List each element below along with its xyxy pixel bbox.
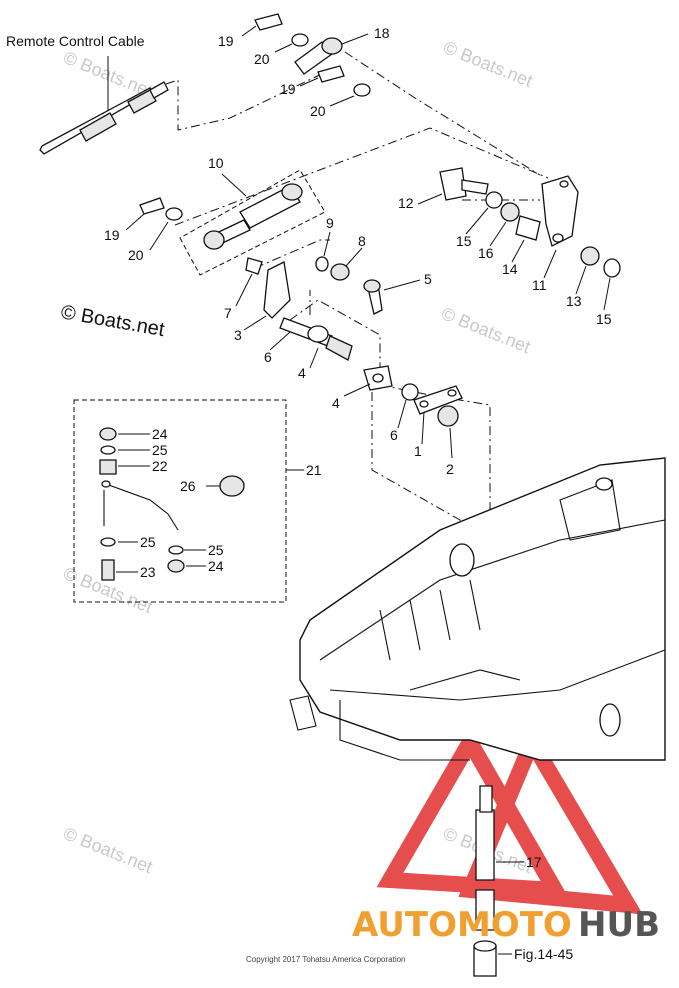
label-22: 22 bbox=[152, 458, 168, 474]
brand-overlay: AUTOMOTO HUB bbox=[352, 905, 660, 945]
brand-text-secondary: HUB bbox=[578, 905, 660, 945]
remote-control-cable: Remote Control Cable bbox=[6, 33, 331, 155]
label-5: 5 bbox=[424, 271, 432, 287]
label-14: 14 bbox=[502, 261, 518, 277]
label-18: 18 bbox=[374, 25, 390, 41]
label-19-b: 19 bbox=[280, 81, 296, 97]
lower-cowl bbox=[289, 457, 666, 761]
label-25-a: 25 bbox=[152, 442, 168, 458]
copyright-text: Copyright 2017 Tohatsu America Corporati… bbox=[246, 955, 406, 964]
clip-19-top bbox=[254, 13, 283, 31]
label-25-c: 25 bbox=[208, 542, 224, 558]
label-15-a: 15 bbox=[456, 233, 472, 249]
label-19-a: 19 bbox=[218, 33, 234, 49]
label-4-a: 4 bbox=[298, 365, 306, 381]
kit-21 bbox=[73, 399, 304, 603]
rod-17-shaft bbox=[475, 809, 495, 881]
top-clevis-group bbox=[241, 13, 371, 107]
label-11: 11 bbox=[532, 277, 547, 293]
watermark-2: © Boats.net bbox=[441, 37, 536, 91]
brand-text-primary: AUTOMOTO bbox=[352, 905, 572, 945]
label-6-a: 6 bbox=[264, 349, 272, 365]
bracket-group bbox=[417, 167, 621, 311]
label-21: 21 bbox=[306, 462, 322, 478]
label-23: 23 bbox=[140, 564, 156, 580]
label-25-b: 25 bbox=[140, 534, 156, 550]
watermark-3: © Boats.net bbox=[439, 303, 534, 357]
link-group bbox=[343, 365, 463, 459]
label-19-c: 19 bbox=[104, 227, 120, 243]
label-6-b: 6 bbox=[390, 427, 398, 443]
label-17: 17 bbox=[526, 854, 542, 870]
label-20-a: 20 bbox=[254, 51, 270, 67]
watermark-main: © Boats.net bbox=[59, 301, 166, 341]
joint-10-group bbox=[125, 169, 326, 276]
label-20-b: 20 bbox=[310, 103, 326, 119]
rod-17 bbox=[473, 785, 524, 977]
label-13: 13 bbox=[566, 293, 582, 309]
cable-label: Remote Control Cable bbox=[6, 33, 145, 49]
part-labels: 19 20 18 19 20 10 19 20 9 8 5 12 15 16 1… bbox=[104, 25, 612, 962]
label-4-b: 4 bbox=[332, 395, 340, 411]
label-1: 1 bbox=[414, 443, 422, 459]
label-24-b: 24 bbox=[208, 558, 224, 574]
label-26: 26 bbox=[180, 478, 196, 494]
label-24-a: 24 bbox=[152, 426, 168, 442]
label-3: 3 bbox=[234, 327, 242, 343]
lever-group bbox=[235, 231, 421, 369]
label-12: 12 bbox=[398, 195, 414, 211]
background-logo bbox=[376, 724, 643, 915]
label-20-c: 20 bbox=[128, 247, 144, 263]
label-16: 16 bbox=[478, 245, 494, 261]
label-2: 2 bbox=[446, 461, 454, 477]
logo-triangle-right bbox=[458, 724, 643, 915]
label-9: 9 bbox=[326, 215, 334, 231]
label-fig-ref: Fig.14-45 bbox=[514, 946, 573, 962]
label-10: 10 bbox=[208, 155, 224, 171]
label-7: 7 bbox=[224, 305, 232, 321]
watermark-5: © Boats.net bbox=[61, 823, 156, 877]
label-15-b: 15 bbox=[596, 311, 612, 327]
label-8: 8 bbox=[358, 233, 366, 249]
